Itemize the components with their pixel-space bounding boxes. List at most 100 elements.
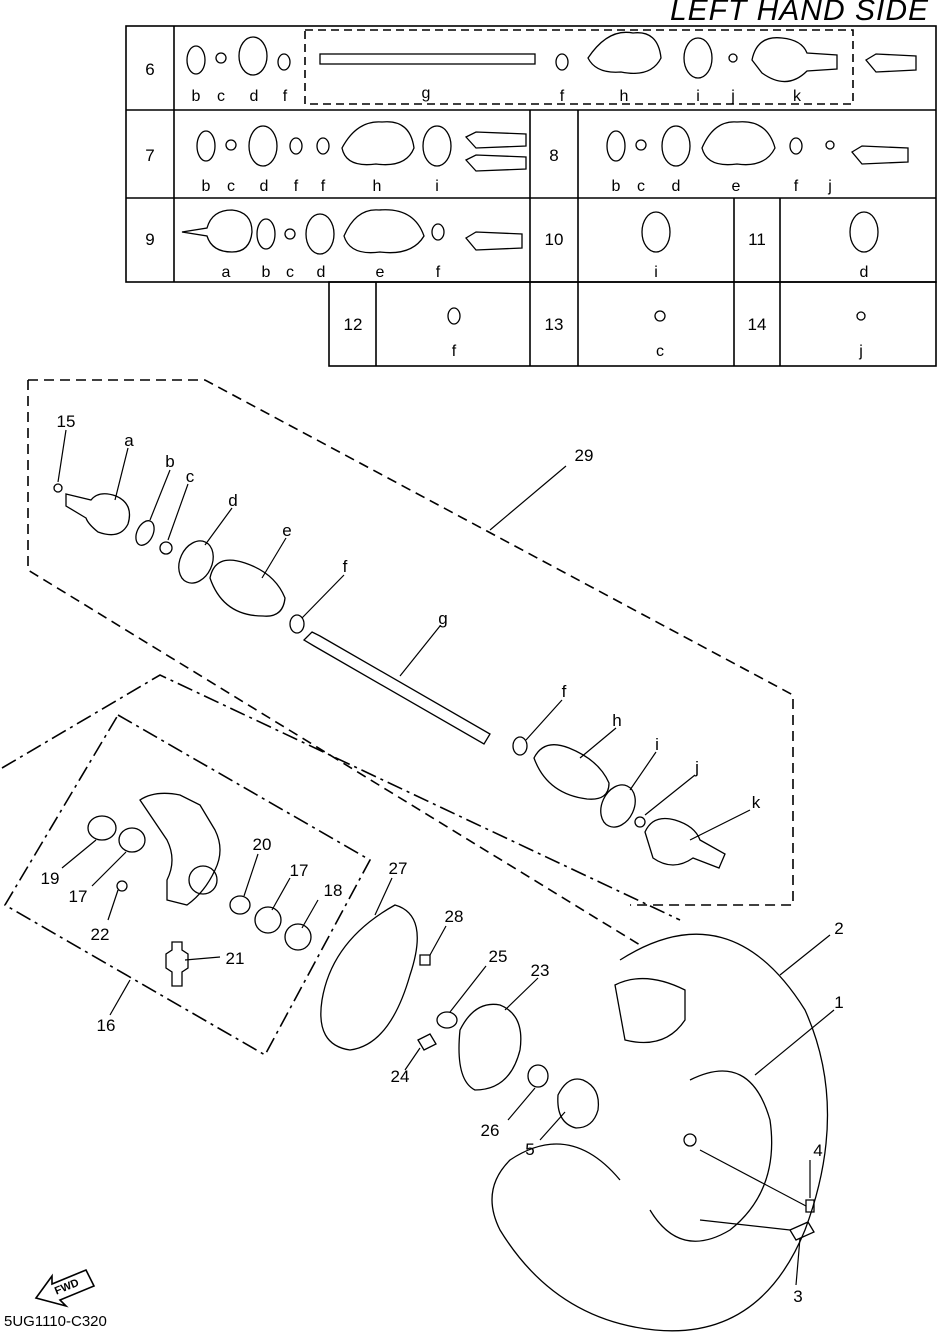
row14-ring-icon <box>856 311 866 321</box>
row11-num: 11 <box>748 230 766 249</box>
row9-letter: f <box>436 264 441 281</box>
row11-clamp-icon <box>849 211 879 253</box>
row9-num: 9 <box>145 230 154 249</box>
callout-1: 1 <box>834 993 843 1012</box>
row10-num: 10 <box>545 230 564 249</box>
callout-20: 20 <box>253 835 272 854</box>
row7-letter: f <box>321 178 326 195</box>
callout-3: 3 <box>793 1287 802 1306</box>
row13-circlip-icon <box>654 310 666 322</box>
callout-k: k <box>752 793 761 812</box>
row9-letter: c <box>286 264 294 281</box>
row12-clamp-icon <box>447 307 461 325</box>
callout-17: 17 <box>69 887 88 906</box>
callout-f: f <box>343 557 348 576</box>
callout-2: 2 <box>834 919 843 938</box>
row14-letter: j <box>858 343 863 360</box>
callout-15: 15 <box>57 412 76 431</box>
row6-letter: k <box>793 88 802 105</box>
row7-letter: f <box>294 178 299 195</box>
row8-letter: f <box>794 178 799 195</box>
row14-num: 14 <box>748 315 767 334</box>
callout-f: f <box>562 682 567 701</box>
row6-letter: g <box>422 85 431 102</box>
callout-19: 19 <box>41 869 60 888</box>
row7-letter: h <box>373 178 382 195</box>
callout-21: 21 <box>226 949 245 968</box>
callout-22: 22 <box>91 925 110 944</box>
callout-i: i <box>655 735 659 754</box>
callout-c: c <box>186 467 195 486</box>
callout-23: 23 <box>531 961 550 980</box>
row11-letter: d <box>860 264 869 281</box>
callout-d: d <box>228 491 237 510</box>
drive-shaft-boundary <box>27 379 794 946</box>
callout-e: e <box>282 521 291 540</box>
fwd-arrow-icon <box>34 1268 96 1308</box>
row10-clamp-icon <box>641 211 671 253</box>
row6-letter: c <box>217 88 225 105</box>
hub-parts <box>417 1003 600 1129</box>
diagram-title: LEFT HAND SIDE <box>669 0 929 27</box>
row6-letter: j <box>730 88 735 105</box>
row7-icons <box>196 121 527 172</box>
row6-letter: d <box>250 88 259 105</box>
row13-letter: c <box>656 343 664 360</box>
row10-letter: i <box>654 264 658 281</box>
callout-b: b <box>165 452 174 471</box>
row8-letter: e <box>732 178 741 195</box>
row8-letter: c <box>637 178 645 195</box>
callout-24: 24 <box>391 1067 410 1086</box>
callout-17: 17 <box>290 861 309 880</box>
row7-letter: c <box>227 178 235 195</box>
leader-lines <box>57 429 835 1286</box>
row6-num: 6 <box>145 60 154 79</box>
callout-28: 28 <box>445 907 464 926</box>
brake-disc <box>320 904 431 1051</box>
row6-letter: h <box>620 88 629 105</box>
row8-letter: j <box>827 178 832 195</box>
row12-letter: f <box>452 343 457 360</box>
row7-letter: b <box>202 178 211 195</box>
row8-letter: d <box>672 178 681 195</box>
callout-25: 25 <box>489 947 508 966</box>
row9-letter: d <box>317 264 326 281</box>
row8-num: 8 <box>549 146 558 165</box>
row6-letter: b <box>192 88 201 105</box>
row8-icons <box>606 121 909 167</box>
callout-16: 16 <box>97 1016 116 1035</box>
callout-j: j <box>694 758 699 777</box>
diagram-code: 5UG1110-C320 <box>4 1313 107 1330</box>
row6-letter: i <box>696 88 700 105</box>
row6-icons <box>186 31 917 83</box>
fwd-label: FWD <box>53 1277 81 1298</box>
row9-letter: b <box>262 264 271 281</box>
callout-4: 4 <box>813 1141 822 1160</box>
callout-27: 27 <box>389 859 408 878</box>
row6-letter: f <box>560 88 565 105</box>
row9-icons <box>181 209 523 255</box>
kit-table <box>125 25 937 367</box>
row7-letter: i <box>435 178 439 195</box>
callout-a: a <box>124 431 134 450</box>
callout-18: 18 <box>324 881 343 900</box>
row9-letter: a <box>222 264 231 281</box>
callout-26: 26 <box>481 1121 500 1140</box>
callout-29: 29 <box>575 446 594 465</box>
row13-num: 13 <box>545 315 564 334</box>
wheel-tire <box>491 933 829 1332</box>
callout-5: 5 <box>525 1140 534 1159</box>
drive-shaft-parts <box>53 483 726 869</box>
row6-letter: f <box>283 88 288 105</box>
row12-num: 12 <box>344 315 363 334</box>
row7-letter: d <box>260 178 269 195</box>
row8-letter: b <box>612 178 621 195</box>
knuckle-parts <box>87 792 312 987</box>
knuckle-boundary <box>1 674 681 1057</box>
row9-letter: e <box>376 264 385 281</box>
callout-g: g <box>438 609 447 628</box>
callout-h: h <box>612 711 621 730</box>
row7-num: 7 <box>145 146 154 165</box>
